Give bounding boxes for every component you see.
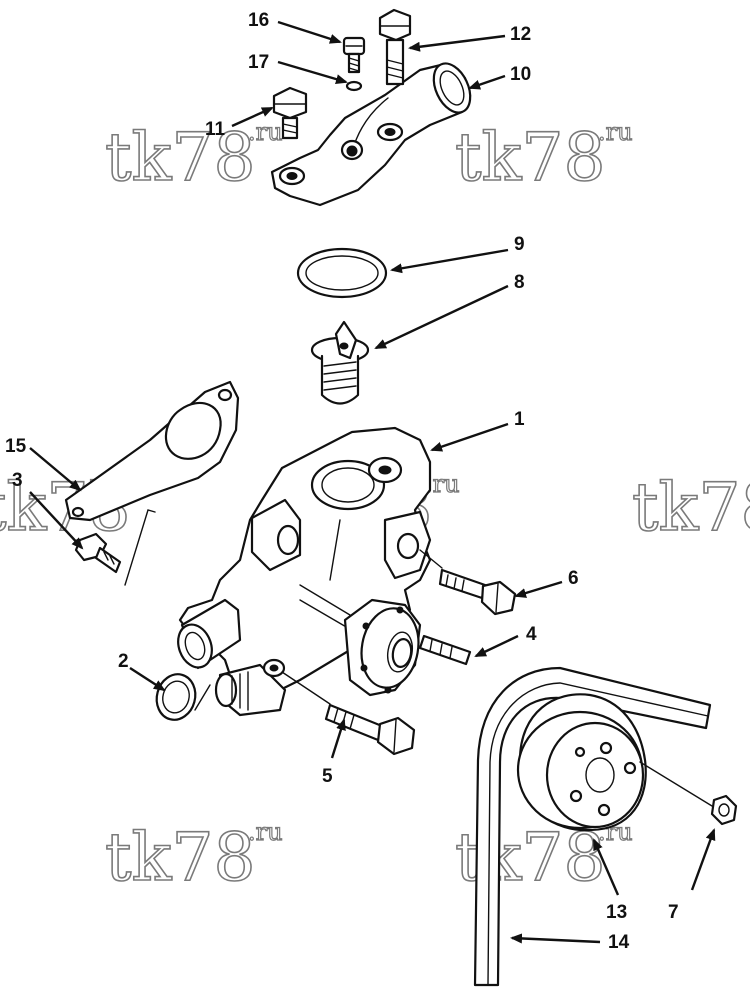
watermark-bottom-left: tk78 .ru bbox=[104, 817, 283, 896]
callout-5: 5 bbox=[322, 766, 333, 787]
watermark-middle-right: tk78 bbox=[631, 468, 750, 547]
callout-12: 12 bbox=[510, 24, 531, 45]
callout-16: 16 bbox=[248, 10, 269, 31]
callout-6: 6 bbox=[568, 568, 579, 589]
nut-7-alignment-line bbox=[639, 761, 713, 807]
callout-9: 9 bbox=[514, 234, 525, 255]
v-belt-14-part bbox=[473, 666, 712, 987]
bolt-12-part bbox=[378, 8, 412, 86]
leader-15 bbox=[29, 447, 82, 492]
leader-8 bbox=[374, 284, 509, 350]
leader-16 bbox=[277, 20, 342, 44]
svg-text:tk78: tk78 bbox=[105, 119, 256, 196]
nut-7-part bbox=[710, 794, 738, 826]
leader-11 bbox=[231, 106, 274, 128]
watermark-top-left: tk78 .ru bbox=[104, 117, 283, 196]
svg-text:tk78: tk78 bbox=[632, 469, 750, 546]
svg-text:.ru: .ru bbox=[598, 118, 633, 146]
leader-13 bbox=[592, 838, 620, 896]
leader-10 bbox=[468, 74, 506, 90]
o-ring-9-part bbox=[296, 247, 388, 299]
bolt-3-part bbox=[74, 532, 122, 574]
svg-text:.ru: .ru bbox=[248, 118, 283, 146]
callout-3: 3 bbox=[12, 470, 23, 491]
leader-lines bbox=[29, 20, 716, 944]
bolt-6-alignment-line bbox=[419, 549, 443, 569]
svg-text:tk78: tk78 bbox=[105, 819, 256, 896]
stud-4-part bbox=[418, 634, 472, 666]
callout-labels: 1 2 3 4 5 6 7 8 9 10 11 12 13 14 15 16 1… bbox=[5, 10, 679, 953]
leader-2 bbox=[129, 666, 166, 692]
callout-1: 1 bbox=[514, 409, 525, 430]
water-pump-body-part bbox=[177, 426, 432, 717]
callout-2: 2 bbox=[118, 651, 129, 672]
leader-1 bbox=[430, 422, 509, 452]
callout-8: 8 bbox=[514, 272, 525, 293]
thermostat-8-part bbox=[310, 320, 370, 405]
leader-14 bbox=[510, 933, 601, 944]
callout-17: 17 bbox=[248, 52, 269, 73]
bolt-5-alignment-line bbox=[281, 671, 331, 705]
leader-9 bbox=[390, 248, 509, 274]
bolt-6-part bbox=[438, 568, 517, 616]
watermark-top-right: tk78 .ru bbox=[454, 117, 633, 196]
bolt-16-part bbox=[342, 36, 366, 74]
callout-14: 14 bbox=[608, 932, 630, 953]
bolt-5-part bbox=[324, 703, 416, 756]
svg-text:tk78: tk78 bbox=[455, 119, 606, 196]
leader-3 bbox=[29, 491, 84, 550]
leader-12 bbox=[408, 34, 506, 52]
o-ring-alignment-line bbox=[194, 684, 211, 711]
leader-4 bbox=[474, 634, 519, 658]
leader-5 bbox=[330, 718, 346, 759]
thermostat-housing-part bbox=[270, 62, 472, 207]
gasket-15-part bbox=[64, 380, 240, 522]
svg-text:.ru: .ru bbox=[248, 818, 283, 846]
gasket-alignment-line bbox=[124, 509, 156, 586]
callout-11: 11 bbox=[205, 119, 226, 140]
callout-10: 10 bbox=[510, 64, 531, 85]
callout-4: 4 bbox=[526, 624, 537, 645]
washer-17-part bbox=[345, 80, 363, 92]
leader-7 bbox=[690, 828, 716, 891]
callout-7: 7 bbox=[668, 902, 679, 923]
callout-13: 13 bbox=[606, 902, 627, 923]
o-ring-2-part bbox=[155, 673, 197, 721]
pulley-13-part bbox=[516, 693, 647, 832]
bolt-11-part bbox=[272, 86, 308, 140]
callout-15: 15 bbox=[5, 436, 27, 457]
leader-6 bbox=[514, 580, 563, 598]
leader-17 bbox=[277, 60, 348, 84]
